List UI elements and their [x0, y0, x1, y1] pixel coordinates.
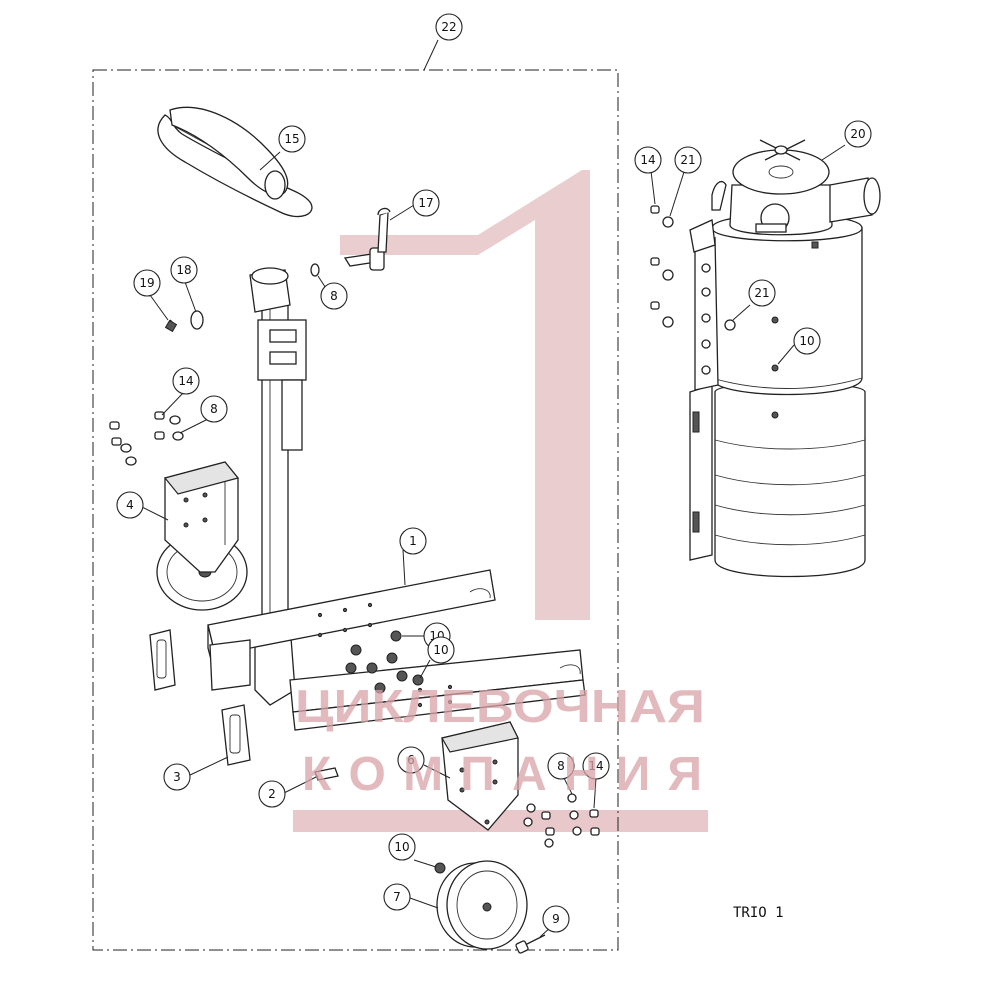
lever-handle [343, 207, 391, 271]
watermark-numeral [340, 170, 590, 620]
svg-text:7: 7 [393, 890, 401, 904]
svg-text:19: 19 [139, 276, 154, 290]
svg-text:10: 10 [394, 840, 409, 854]
callout-balloon: 8 [200, 395, 228, 423]
callout-balloon: 15 [278, 125, 306, 153]
svg-text:21: 21 [680, 153, 695, 167]
svg-text:10: 10 [799, 334, 814, 348]
assembly-frame [92, 39, 619, 951]
svg-text:10: 10 [433, 643, 448, 657]
svg-text:15: 15 [284, 132, 299, 146]
svg-text:9: 9 [552, 912, 560, 926]
washer-18 [190, 310, 204, 330]
wheel-bracket [441, 721, 519, 831]
bracket-clips [149, 629, 251, 766]
callout-balloon: 20 [844, 120, 872, 148]
svg-text:6: 6 [407, 753, 415, 767]
svg-text:14: 14 [588, 759, 603, 773]
callout-balloon: 21 [674, 146, 702, 174]
svg-text:4: 4 [126, 498, 134, 512]
callout-balloon: 3 [163, 763, 191, 791]
callout-balloon: 8 [320, 282, 348, 310]
callout-balloon: 10 [388, 833, 416, 861]
callout-balloon: 2 [258, 780, 286, 808]
hardware-side [650, 205, 736, 331]
svg-text:8: 8 [557, 759, 565, 773]
callout-balloon: 9 [542, 905, 570, 933]
callout-balloon: 14 [582, 752, 610, 780]
svg-text:21: 21 [754, 286, 769, 300]
svg-text:3: 3 [173, 770, 181, 784]
drawing-id: TRIO 1 [733, 905, 784, 921]
hardware-right [523, 793, 600, 848]
callout-balloon: 22 [435, 13, 463, 41]
washer-top [310, 263, 320, 277]
svg-text:1: 1 [409, 534, 417, 548]
rear-wheel [436, 860, 528, 950]
callout-balloon: 6 [397, 746, 425, 774]
callout-balloon: 17 [412, 189, 440, 217]
callout-balloon: 4 [116, 491, 144, 519]
svg-text:22: 22 [441, 20, 456, 34]
hardware-left [109, 411, 184, 466]
vacuum-unit [689, 139, 881, 578]
svg-text:8: 8 [210, 402, 218, 416]
base-frame [207, 569, 586, 731]
callout-balloon: 14 [634, 146, 662, 174]
front-caster [156, 461, 248, 611]
callout-balloon: 10 [427, 636, 455, 664]
svg-text:8: 8 [330, 289, 338, 303]
hose [157, 106, 313, 218]
svg-text:2: 2 [268, 787, 276, 801]
screw-19 [164, 319, 178, 333]
callout-balloon: 8 [547, 752, 575, 780]
callout-balloon: 19 [133, 269, 161, 297]
svg-text:14: 14 [178, 374, 193, 388]
watermark-line1: ЦИКЛЕВОЧНАЯ [295, 680, 705, 732]
callout-balloon: 21 [748, 279, 776, 307]
axle-bolt [515, 934, 546, 954]
callout-balloon: 10 [793, 327, 821, 355]
callout-balloon: 1 [399, 527, 427, 555]
watermark [293, 170, 708, 832]
svg-text:20: 20 [850, 127, 865, 141]
callout-balloon: 18 [170, 256, 198, 284]
svg-text:18: 18 [176, 263, 191, 277]
nuts-cluster [345, 630, 424, 694]
callout-balloon: 14 [172, 367, 200, 395]
small-plate [314, 767, 339, 781]
callout-balloon: 7 [383, 883, 411, 911]
handle-pole [249, 267, 307, 706]
leader-lines [141, 144, 846, 938]
svg-text:14: 14 [640, 153, 655, 167]
watermark-underline [293, 810, 708, 832]
svg-text:17: 17 [418, 196, 433, 210]
nut-wheel [434, 862, 446, 874]
